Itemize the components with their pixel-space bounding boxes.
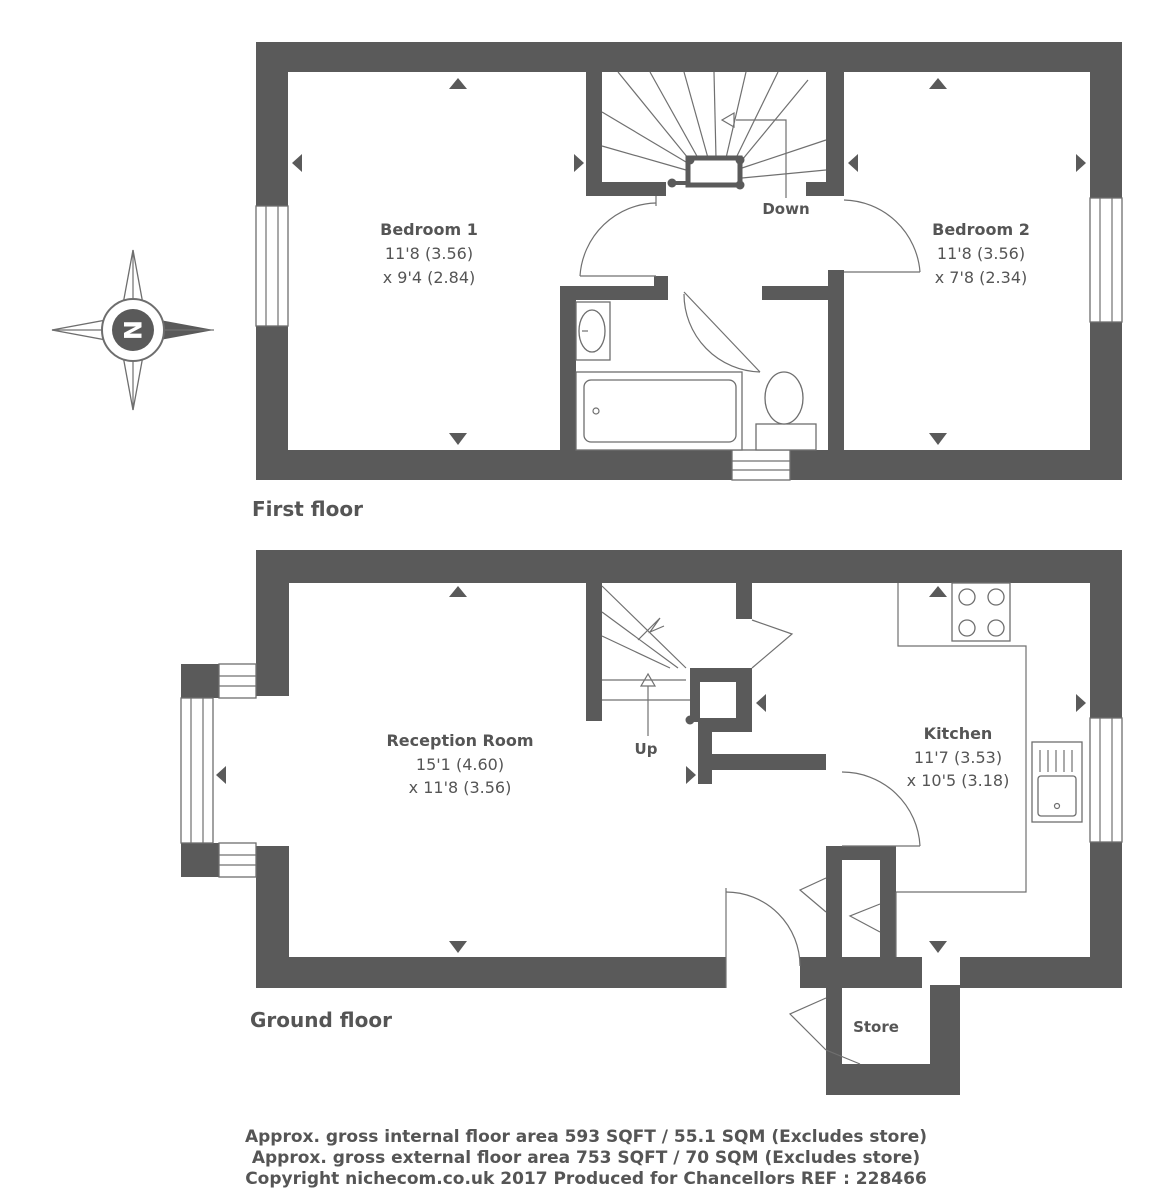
door-hall-cupboard — [798, 877, 881, 933]
door-bedroom-2 — [843, 199, 921, 273]
reception-dim-2: x 11'8 (3.56) — [409, 778, 512, 797]
compass-rose-icon: N — [51, 249, 214, 411]
bedroom-2-dim-2: x 7'8 (2.34) — [935, 268, 1028, 287]
door-kitchen — [841, 771, 921, 847]
staircase-up — [601, 585, 695, 736]
door-stair-cupboard — [751, 619, 794, 669]
bedroom-2-dim-1: 11'8 (3.56) — [937, 244, 1025, 263]
reception-title: Reception Room — [386, 731, 533, 750]
staircase-down — [601, 71, 827, 198]
bedroom-1-dim-1: 11'8 (3.56) — [385, 244, 473, 263]
hob-icon — [951, 582, 1011, 642]
basin-icon — [575, 301, 611, 361]
door-store — [788, 997, 861, 1065]
store-label: Store — [853, 1018, 899, 1036]
toilet-icon — [755, 371, 817, 451]
footer-external-area: Approx. gross external floor area 753 SQ… — [252, 1148, 920, 1168]
bedroom-1-title: Bedroom 1 — [380, 220, 478, 239]
first-floor-plan: Bedroom 1 11'8 (3.56) x 9'4 (2.84) Bedro… — [252, 42, 1123, 521]
first-floor-label: First floor — [252, 497, 363, 521]
stairs-up-label: Up — [635, 740, 658, 758]
stairs-down-label: Down — [762, 200, 809, 218]
window — [255, 205, 289, 327]
bedroom-2-title: Bedroom 2 — [932, 220, 1030, 239]
footer: Approx. gross internal floor area 593 SQ… — [245, 1127, 927, 1189]
kitchen-dim-1: 11'7 (3.53) — [914, 748, 1002, 767]
door-front — [725, 888, 801, 988]
compass-letter: N — [118, 320, 146, 340]
window — [731, 449, 791, 481]
kitchen-dim-2: x 10'5 (3.18) — [907, 771, 1010, 790]
door-bedroom-1 — [579, 196, 657, 277]
sink-icon — [1031, 741, 1083, 823]
footer-internal-area: Approx. gross internal floor area 593 SQ… — [245, 1127, 927, 1147]
reception-dim-1: 15'1 (4.60) — [416, 755, 504, 774]
kitchen-worktop — [895, 583, 1027, 957]
footer-copyright: Copyright nichecom.co.uk 2017 Produced f… — [245, 1169, 927, 1189]
bay-window — [180, 663, 257, 878]
bedroom-1-dim-2: x 9'4 (2.84) — [383, 268, 476, 287]
window — [1089, 197, 1123, 323]
door-bathroom — [683, 291, 761, 373]
window — [1089, 717, 1123, 843]
ground-floor-label: Ground floor — [250, 1008, 392, 1032]
ground-floor-plan: Reception Room 15'1 (4.60) x 11'8 (3.56)… — [180, 550, 1123, 1095]
kitchen-title: Kitchen — [924, 724, 993, 743]
bathtub-icon — [575, 371, 743, 451]
